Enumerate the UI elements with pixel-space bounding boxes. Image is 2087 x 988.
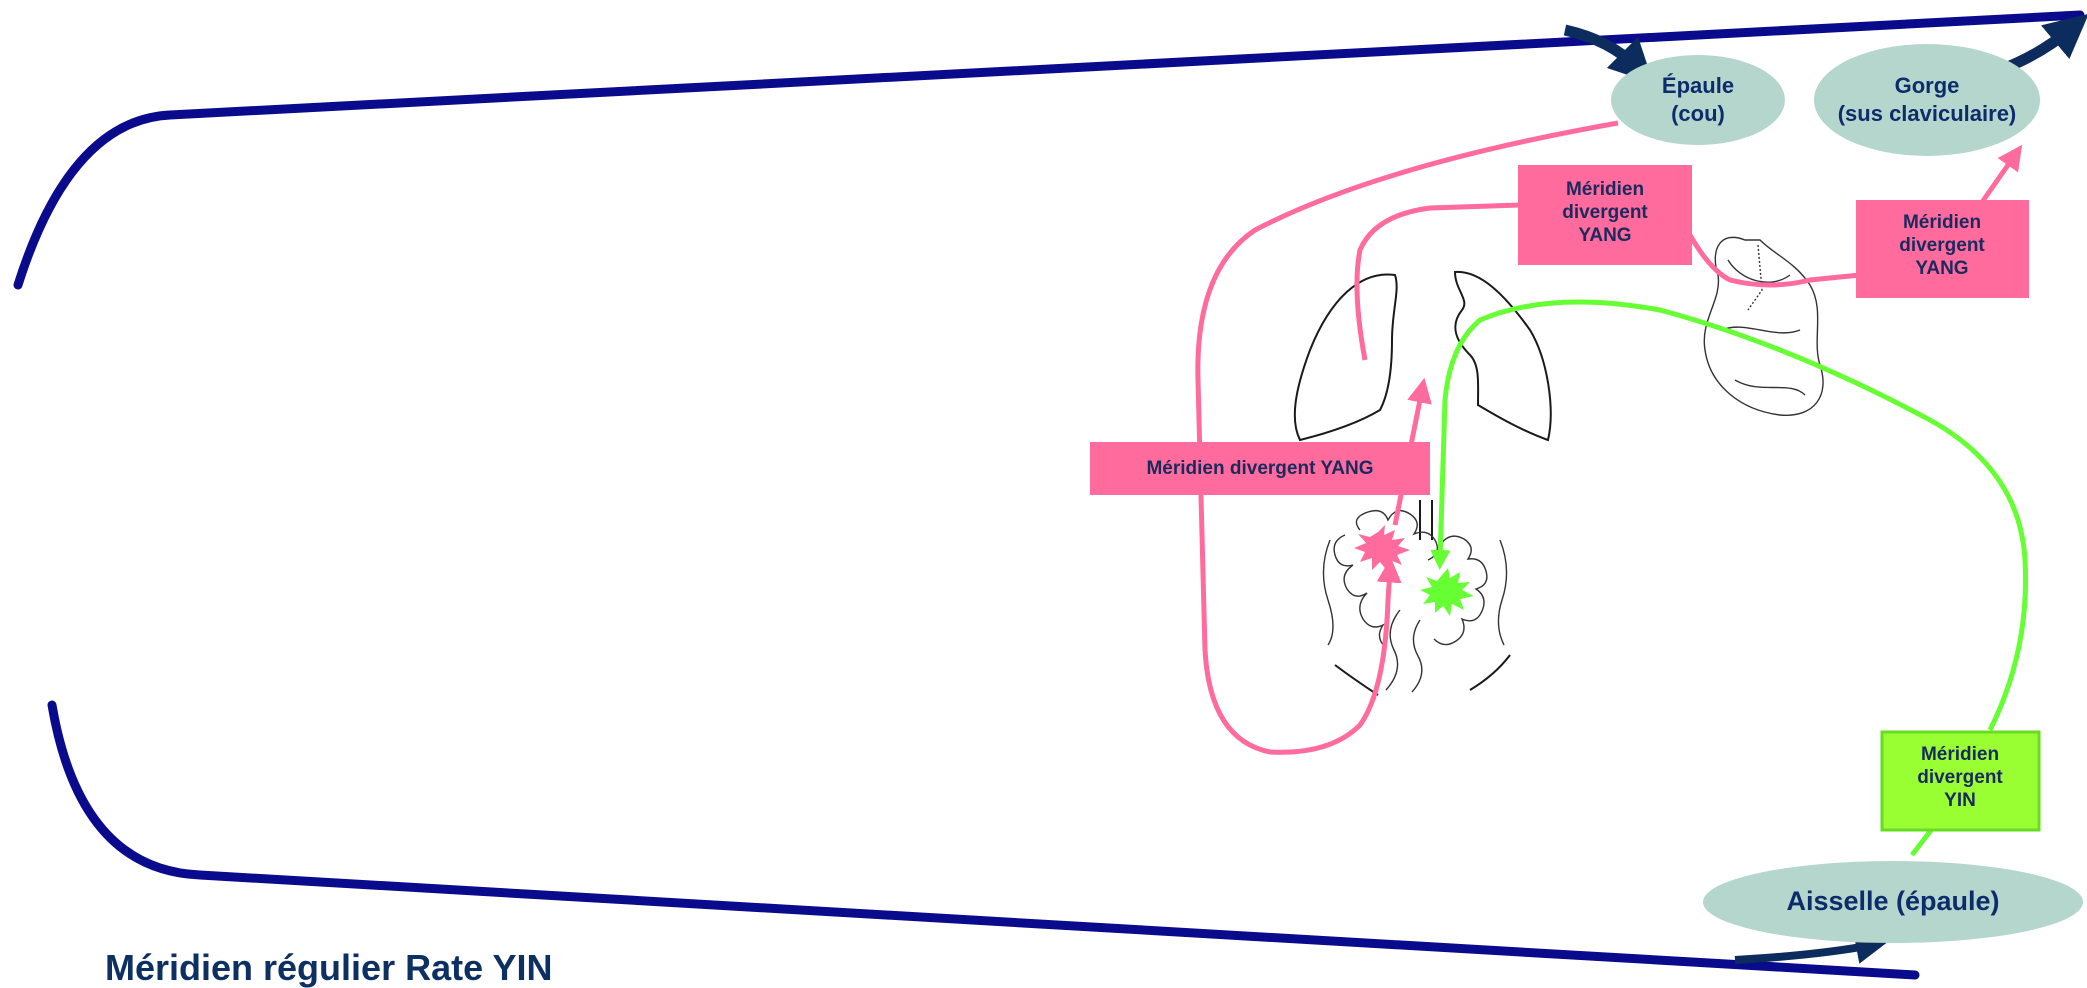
diagram-title: Méridien régulier Rate YIN xyxy=(105,947,552,988)
yin-box-line1: Méridien xyxy=(1921,744,1999,765)
yang-box-top-line2: divergent xyxy=(1562,202,1648,223)
yang-stomach-path xyxy=(1687,233,1861,288)
yang-box-top-line3: YANG xyxy=(1578,225,1631,246)
yin-box-line3: YIN xyxy=(1944,790,1976,811)
yang-box-right: Méridien divergent YANG xyxy=(1856,200,2029,298)
gorge-label-line2: (sus claviculaire) xyxy=(1838,101,2017,126)
regular-meridian-path xyxy=(13,10,2085,290)
intestines-illustration xyxy=(1322,500,1511,696)
gorge-node: Gorge (sus claviculaire) xyxy=(1814,44,2040,156)
yin-box-line2: divergent xyxy=(1917,767,2003,788)
yang-box-left: Méridien divergent YANG xyxy=(1090,442,1430,495)
arrow-to-aisselle xyxy=(1734,932,1888,964)
lungs-illustration xyxy=(1293,270,1552,442)
yang-lung-to-box xyxy=(1354,202,1521,361)
yang-box-right-line2: divergent xyxy=(1899,235,1985,256)
yang-starburst xyxy=(1354,525,1410,572)
aisselle-node: Aisselle (épaule) xyxy=(1703,861,2083,943)
yin-box: Méridien divergent YIN xyxy=(1880,730,2041,832)
aisselle-label: Aisselle (épaule) xyxy=(1786,886,1999,916)
epaule-label-line1: Épaule xyxy=(1662,73,1734,98)
yang-to-gorge xyxy=(1977,144,2023,207)
epaule-node: Épaule (cou) xyxy=(1611,55,1785,145)
gorge-label-line1: Gorge xyxy=(1895,73,1960,98)
regular-meridian-lower-path xyxy=(47,700,1920,980)
yang-box-left-label: Méridien divergent YANG xyxy=(1146,458,1373,479)
yang-box-right-line3: YANG xyxy=(1915,258,1968,279)
arrow-to-epaule xyxy=(1563,24,1654,84)
yang-outer-loop xyxy=(1195,120,1619,755)
yang-box-top-line1: Méridien xyxy=(1566,179,1644,200)
stomach-illustration xyxy=(1703,236,1824,416)
epaule-label-line2: (cou) xyxy=(1671,101,1725,126)
yin-starburst xyxy=(1420,568,1474,616)
yang-box-right-line1: Méridien xyxy=(1903,212,1981,233)
yang-box-top: Méridien divergent YANG xyxy=(1518,165,1692,265)
